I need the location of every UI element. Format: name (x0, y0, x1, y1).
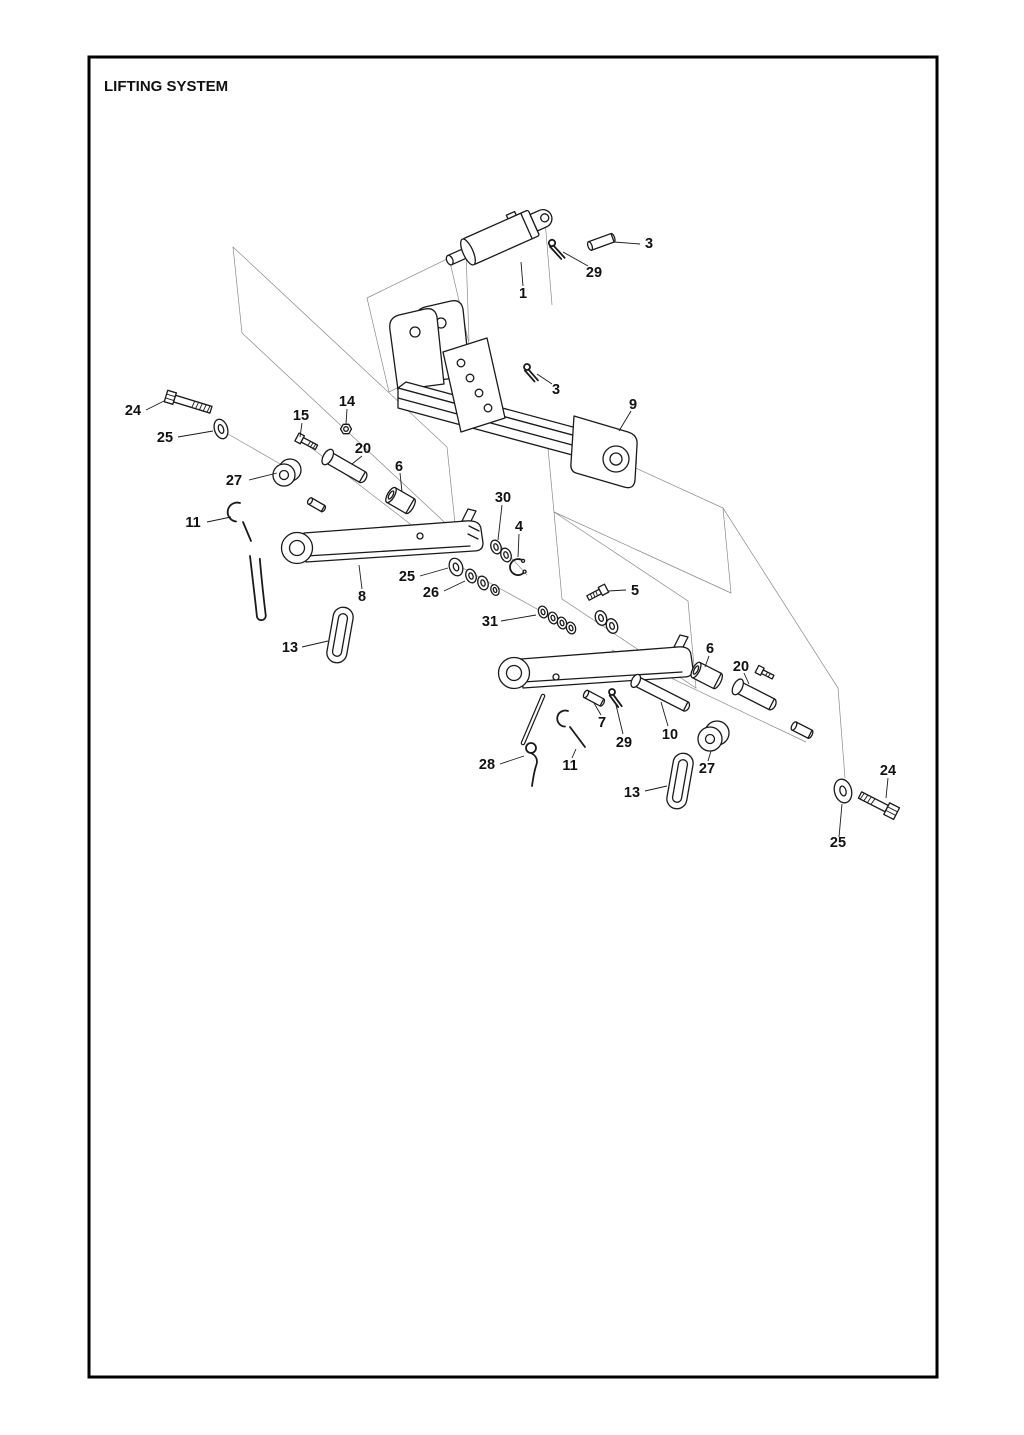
cotter-pin-29-top (547, 238, 566, 260)
callout-24-left: 24 (125, 403, 141, 419)
pin-20-left (321, 448, 368, 484)
callout-4: 4 (515, 519, 523, 535)
callout-25-arm: 25 (399, 569, 415, 585)
callout-25-bottom: 25 (830, 835, 846, 851)
lifting-arm-8 (280, 508, 484, 565)
small-pin-right (790, 721, 814, 739)
callout-14: 14 (339, 394, 355, 410)
callout-30: 30 (495, 490, 511, 506)
callout-15: 15 (293, 408, 309, 424)
lock-washer-26a (465, 568, 477, 584)
leader-lines (145, 241, 889, 838)
callout-20-left: 20 (355, 441, 371, 457)
hydraulic-cylinder (445, 209, 553, 266)
callout-labels: 1 29 3 3 9 24 25 15 14 20 6 27 11 8 25 2… (125, 236, 896, 851)
main-frame (389, 300, 638, 489)
washer-25-arm (448, 557, 464, 577)
callout-24-bottom: 24 (880, 763, 896, 779)
page-title: LIFTING SYSTEM (104, 78, 228, 95)
washer-stack-31 (537, 605, 577, 635)
callout-8: 8 (358, 589, 366, 605)
callout-11-left: 11 (185, 515, 200, 531)
hitch-pin (520, 693, 546, 746)
nut-14 (339, 423, 353, 435)
handle-pin-11-left (226, 501, 267, 622)
bushing-6-right (690, 661, 723, 690)
callout-7: 7 (598, 715, 606, 731)
roller-27-left (272, 458, 302, 487)
pin-3-top (586, 232, 616, 251)
callout-29-low: 29 (616, 735, 632, 751)
small-pin-left (306, 497, 327, 513)
callout-10: 10 (662, 727, 678, 743)
callout-11-right: 11 (562, 758, 577, 774)
bolt-24-left (163, 389, 213, 414)
callout-6-left: 6 (395, 459, 403, 475)
link-13-right (666, 752, 694, 810)
pivot-pin-10 (630, 673, 691, 712)
bolt-24-bottom-right (857, 791, 901, 821)
washer-pair-30a (490, 539, 502, 555)
washer-25-bottom-right (833, 778, 853, 804)
callout-5: 5 (631, 583, 639, 599)
callout-1: 1 (519, 286, 527, 302)
cotter-pin-29-low (608, 688, 623, 708)
lifting-arm-lower (497, 634, 694, 690)
callout-27-left: 27 (226, 473, 242, 489)
washer-25-left (213, 418, 229, 440)
lock-washer-26c (490, 584, 500, 596)
pin-20-right (731, 678, 777, 711)
bushing-6-left (385, 486, 416, 515)
set-screw-5 (586, 583, 610, 601)
link-13-left (326, 606, 354, 664)
handle-pin-11-right (556, 709, 586, 748)
cotter-pin-3-mid (523, 363, 539, 383)
callout-3-mid: 3 (552, 382, 560, 398)
page-border (87, 55, 939, 1379)
callout-27-right: 27 (699, 761, 715, 777)
callout-26: 26 (423, 585, 439, 601)
snap-ring-4 (509, 558, 527, 576)
pivot-washers (594, 610, 619, 634)
callout-13-left: 13 (282, 640, 298, 656)
callout-20-right: 20 (733, 659, 749, 675)
screw-15 (294, 432, 319, 451)
roller-27-right (697, 720, 730, 752)
callout-28: 28 (479, 757, 495, 773)
pivot-pin-7 (582, 689, 606, 707)
callout-3-top: 3 (645, 236, 653, 252)
callout-31: 31 (482, 614, 498, 630)
lock-washer-26b (477, 575, 489, 591)
callout-13-right: 13 (624, 785, 640, 801)
callout-29-top: 29 (586, 265, 602, 281)
r-clip-28 (525, 742, 538, 787)
small-screw-right (754, 664, 775, 680)
callout-9: 9 (629, 397, 637, 413)
callout-6-right: 6 (706, 641, 714, 657)
washer-pair-30b (500, 547, 512, 563)
callout-25-left: 25 (157, 430, 173, 446)
